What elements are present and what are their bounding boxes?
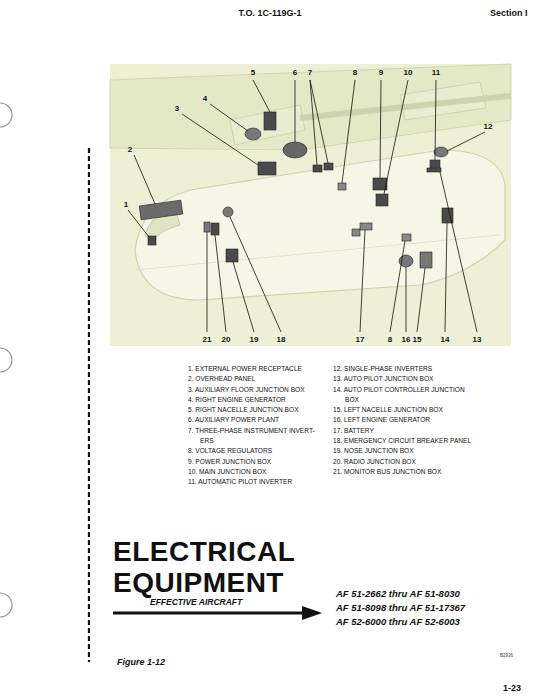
instrument-inverter xyxy=(313,165,322,172)
binder-hole xyxy=(0,103,12,127)
illustration-ground xyxy=(110,64,511,346)
main-junction-box xyxy=(376,194,388,206)
callout-number: 17 xyxy=(356,335,365,344)
nose-junction-box xyxy=(226,249,238,262)
auxiliary-power-plant xyxy=(283,142,307,158)
legend-item: 8. VOLTAGE REGULATORS xyxy=(188,446,328,456)
legend-item: 5. RIGHT NACELLE JUNCTION BOX xyxy=(188,405,328,415)
voltage-regulator xyxy=(352,229,360,236)
emergency-circuit-breaker-panel xyxy=(223,207,233,217)
legend-item: 7. THREE-PHASE INSTRUMENT INVERT- ERS xyxy=(188,426,328,447)
arrow-head xyxy=(302,606,322,620)
figure-title: ELECTRICAL EQUIPMENT xyxy=(113,536,313,598)
legend-item: 18. EMERGENCY CIRCUIT BREAKER PANEL xyxy=(333,436,473,446)
legend-item: 3. AUXILIARY FLOOR JUNCTION BOX xyxy=(188,385,328,395)
page-text: AF 51-2662 thru AF 51-8030 xyxy=(336,588,460,599)
callout-number: 13 xyxy=(473,335,482,344)
callout-number: 21 xyxy=(203,335,212,344)
callout-number: 1 xyxy=(124,200,128,209)
page-text: Section I xyxy=(490,8,528,18)
single-phase-inverter xyxy=(434,147,448,157)
page-text: T.O. 1C-119G-1 xyxy=(238,8,301,18)
legend-item: 16. LEFT ENGINE GENERATOR xyxy=(333,415,473,425)
tail-boom xyxy=(300,96,511,118)
legend-item: 14. AUTO PILOT CONTROLLER JUNCTION BOX xyxy=(333,385,473,406)
legend-item: 20. RADIO JUNCTION BOX xyxy=(333,457,473,467)
callout-number: 10 xyxy=(404,68,413,77)
callout-number: 7 xyxy=(308,68,312,77)
legend-item: 2. OVERHEAD PANEL xyxy=(188,374,328,384)
effectivity-arrow xyxy=(113,612,305,615)
callout-number: 8 xyxy=(388,335,392,344)
right-engine-generator xyxy=(245,128,261,140)
legend-item: 17. BATTERY xyxy=(333,426,473,436)
callout-number: 14 xyxy=(441,335,450,344)
components xyxy=(139,112,453,268)
callout-number: 20 xyxy=(222,335,231,344)
legend-item: 11. AUTOMATIC PILOT INVERTER xyxy=(188,477,328,487)
legend-item: 6. AUXILIARY POWER PLANT xyxy=(188,415,328,425)
page-text: 1-23 xyxy=(503,683,521,693)
wing xyxy=(110,64,511,150)
figure-caption: Figure 1-12 xyxy=(117,657,165,667)
leader-lines xyxy=(128,80,485,332)
page-text: EFFECTIVE AIRCRAFT xyxy=(150,597,242,607)
callout-number: 11 xyxy=(432,68,440,77)
callout-number: 12 xyxy=(484,122,493,131)
binder-hole xyxy=(0,593,12,617)
legend-item: 15. LEFT NACELLE JUNCTION BOX xyxy=(333,405,473,415)
page-text: AF 51-8098 thru AF 51-17367 xyxy=(336,602,465,613)
auto-pilot-junction-box xyxy=(427,168,441,172)
legend-item: 4. RIGHT ENGINE GENERATOR xyxy=(188,395,328,405)
monitor-bus-junction-box xyxy=(204,222,210,232)
callout-number: 15 xyxy=(413,335,422,344)
auxiliary-floor-junction-box xyxy=(258,162,276,175)
callout-number: 18 xyxy=(277,335,286,344)
callout-number: 19 xyxy=(250,335,259,344)
legend-item: 10. MAIN JUNCTION BOX xyxy=(188,467,328,477)
callout-number: 9 xyxy=(379,68,383,77)
callout-number: 2 xyxy=(128,145,132,154)
page-text: B2936 xyxy=(500,653,513,658)
page-text: AF 52-6000 thru AF 52-6003 xyxy=(336,616,460,627)
legend-item: 9. POWER JUNCTION BOX xyxy=(188,457,328,467)
callout-number: 5 xyxy=(251,68,255,77)
callout-number: 8 xyxy=(353,68,357,77)
legend-item: 21. MONITOR BUS JUNCTION BOX xyxy=(333,467,473,477)
callout-number: 4 xyxy=(203,94,207,103)
battery xyxy=(360,223,372,230)
external-power-receptacle xyxy=(148,236,156,245)
callout-number: 16 xyxy=(402,335,411,344)
voltage-regulator xyxy=(338,183,346,190)
right-nacelle xyxy=(230,105,305,145)
callout-number: 3 xyxy=(175,104,179,113)
binder-hole xyxy=(0,348,12,372)
legend-column-left: 1. EXTERNAL POWER RECEPTACLE2. OVERHEAD … xyxy=(188,364,328,488)
instrument-inverter xyxy=(324,163,333,170)
voltage-regulator xyxy=(402,234,411,241)
overhead-panel xyxy=(139,200,183,220)
left-nacelle-junction-box xyxy=(420,252,432,268)
callout-number: 6 xyxy=(293,68,297,77)
legend-item: 1. EXTERNAL POWER RECEPTACLE xyxy=(188,364,328,374)
legend-item: 12. SINGLE-PHASE INVERTERS xyxy=(333,364,473,374)
right-nacelle-junction-box xyxy=(264,112,276,130)
floor-line xyxy=(135,235,500,270)
fuselage xyxy=(135,150,505,300)
legend-column-right: 12. SINGLE-PHASE INVERTERS13. AUTO PILOT… xyxy=(333,364,473,477)
radio-junction-box xyxy=(211,223,219,235)
legend-item: 13. AUTO PILOT JUNCTION BOX xyxy=(333,374,473,384)
change-bar xyxy=(88,148,90,662)
legend-item: 19. NOSE JUNCTION BOX xyxy=(333,446,473,456)
